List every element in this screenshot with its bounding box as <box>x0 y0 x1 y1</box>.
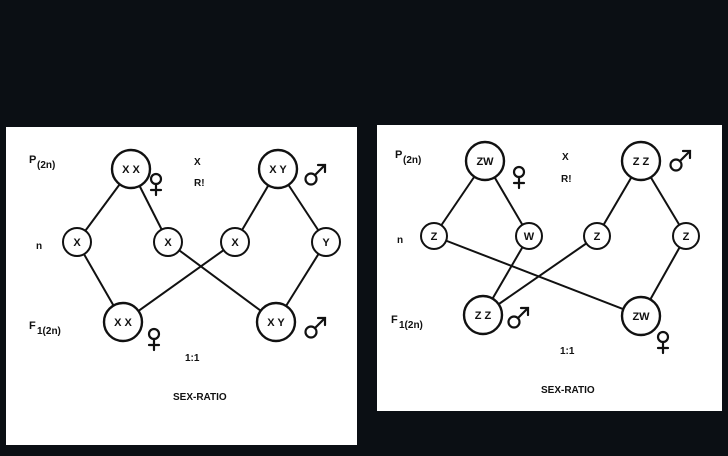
f1-generation-label: F <box>391 314 398 326</box>
parent-node: X Y <box>257 148 299 190</box>
female-symbol-icon <box>149 172 163 197</box>
parent-node: ZW <box>464 140 506 182</box>
offspring-node: X X <box>102 301 144 343</box>
node-label: X Y <box>269 164 287 176</box>
cross-line <box>122 241 236 323</box>
parent-generation-subscript: (2n) <box>403 155 421 166</box>
ratio-label: 1:1 <box>560 346 575 357</box>
male-symbol-icon <box>304 316 327 339</box>
node-label: X <box>73 237 81 249</box>
cross-lines <box>433 160 687 317</box>
node-label: W <box>524 231 535 243</box>
node-label: X Y <box>267 317 285 329</box>
parent-node: X X <box>110 148 152 190</box>
male-symbol-icon <box>507 306 530 329</box>
ratio-label: 1:1 <box>185 353 200 364</box>
female-symbol-icon <box>512 165 526 190</box>
reduction-label: R! <box>561 174 572 185</box>
gamete-node: Y <box>311 227 341 257</box>
node-label: Z <box>431 231 438 243</box>
cross-line <box>433 235 642 317</box>
male-symbol-icon <box>669 149 692 172</box>
offspring-node: ZW <box>620 295 662 337</box>
parent-generation-label: P <box>395 149 402 161</box>
node-label: Z Z <box>633 156 650 168</box>
node-label: Z Z <box>475 310 492 322</box>
node-label: X X <box>114 317 132 329</box>
parent-generation-subscript: (2n) <box>37 160 55 171</box>
node-label: X <box>231 237 239 249</box>
cross-symbol: X <box>562 152 569 163</box>
node-label: ZW <box>476 156 494 168</box>
female-symbol-icon <box>656 330 670 355</box>
cross-symbol: X <box>194 157 201 168</box>
gamete-node: X <box>62 227 92 257</box>
parent-node: Z Z <box>620 140 662 182</box>
gamete-label: n <box>397 235 403 246</box>
gamete-node: W <box>515 222 543 250</box>
offspring-node: X Y <box>255 301 297 343</box>
f1-generation-label: F <box>29 320 36 332</box>
male-symbol-icon <box>304 163 327 186</box>
offspring-node: Z Z <box>462 294 504 336</box>
node-label: Z <box>683 231 690 243</box>
node-label: Y <box>322 237 330 249</box>
gamete-node: X <box>220 227 250 257</box>
gamete-node: Z <box>672 222 700 250</box>
cross-lines <box>76 168 327 323</box>
gamete-node: Z <box>420 222 448 250</box>
f1-generation-subscript: 1(2n) <box>37 326 61 337</box>
female-symbol-icon <box>147 327 161 352</box>
f1-generation-subscript: 1(2n) <box>399 320 423 331</box>
cross-line <box>167 241 277 323</box>
parent-generation-label: P <box>29 154 36 166</box>
node-label: Z <box>594 231 601 243</box>
cross-line <box>482 235 598 316</box>
node-label: X <box>164 237 172 249</box>
sex-ratio-title: SEX-RATIO <box>173 392 227 403</box>
gamete-node: Z <box>583 222 611 250</box>
gamete-node: X <box>153 227 183 257</box>
reduction-label: R! <box>194 178 205 189</box>
node-label: ZW <box>632 311 650 323</box>
node-label: X X <box>122 164 140 176</box>
sex-ratio-title: SEX-RATIO <box>541 385 595 396</box>
gamete-label: n <box>36 241 42 252</box>
